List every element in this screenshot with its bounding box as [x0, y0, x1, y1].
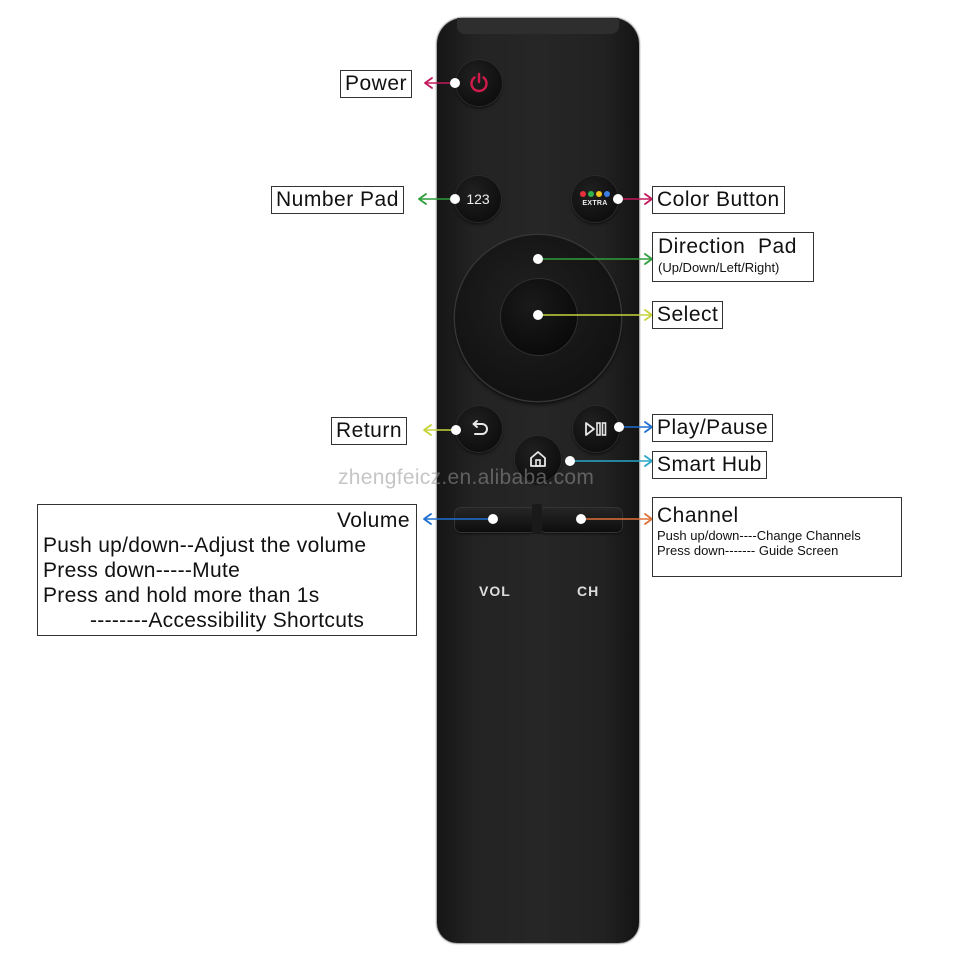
rocker-divider: [532, 504, 542, 534]
label-direction-pad: Direction Pad (Up/Down/Left/Right): [652, 232, 814, 282]
smart-hub-button[interactable]: [515, 436, 561, 482]
select-callout-dot: [533, 310, 543, 320]
extra-dot-3: [604, 191, 610, 197]
label-smart-hub: Smart Hub: [652, 451, 767, 479]
ch-text: CH: [577, 583, 600, 599]
color-button-callout-dot: [613, 194, 623, 204]
volume-line-4: --------Accessibility Shortcuts: [90, 609, 365, 632]
color-extra-button[interactable]: EXTRA: [572, 176, 618, 222]
home-icon: [530, 451, 546, 467]
channel-title: Channel: [657, 504, 739, 527]
number-pad-button[interactable]: 123: [455, 176, 501, 222]
extra-dot-1: [588, 191, 594, 197]
play-pause-button[interactable]: [573, 406, 619, 452]
return-button[interactable]: [456, 406, 502, 452]
channel-line-2: Press down------- Guide Screen: [657, 543, 839, 558]
extra-content: EXTRA: [580, 191, 610, 207]
label-power: Power: [340, 70, 413, 98]
label-play-pause: Play/Pause: [652, 414, 774, 442]
play-pause-callout-dot: [614, 422, 624, 432]
play-pause-icon: [585, 422, 607, 436]
direction-pad-title: Direction Pad: [658, 235, 797, 258]
volume-arrowhead-icon: [423, 513, 432, 525]
label-volume: Volume Push up/down--Adjust the volume P…: [37, 504, 417, 636]
volume-line-2: Press down-----Mute: [43, 559, 241, 582]
volume-line-1: Push up/down--Adjust the volume: [43, 534, 367, 557]
volume-line-3: Press and hold more than 1s: [43, 584, 320, 607]
direction-pad-callout-dot: [533, 254, 543, 264]
return-icon: [472, 420, 488, 435]
label-color-button: Color Button: [652, 186, 785, 214]
label-select: Select: [652, 301, 724, 329]
return-callout-dot: [451, 425, 461, 435]
number-pad-callout-dot: [450, 194, 460, 204]
smart-hub-callout-dot: [565, 456, 575, 466]
label-channel: Channel Push up/down----Change Channels …: [652, 497, 902, 577]
extra-dot-2: [596, 191, 602, 197]
label-number-pad: Number Pad: [271, 186, 404, 214]
color-dots-icon: [580, 191, 610, 197]
direction-pad-subtitle: (Up/Down/Left/Right): [658, 260, 780, 275]
watermark: zhengfeicz.en.alibaba.com: [338, 466, 595, 489]
number-pad-button-label: 123: [466, 191, 490, 207]
extra-button-label: EXTRA: [582, 200, 608, 207]
power-arrowhead-icon: [424, 77, 433, 89]
number-pad-arrowhead-icon: [418, 193, 427, 205]
power-callout-dot: [450, 78, 460, 88]
volume-title: Volume: [336, 509, 410, 532]
extra-dot-0: [580, 191, 586, 197]
power-button[interactable]: [456, 60, 502, 106]
volume-callout-dot: [488, 514, 498, 524]
return-arrowhead-icon: [423, 424, 432, 436]
remote-top-edge: [457, 18, 619, 34]
power-icon: [470, 72, 488, 93]
channel-callout-dot: [576, 514, 586, 524]
label-return: Return: [331, 417, 408, 445]
vol-text: VOL: [479, 583, 511, 599]
channel-line-1: Push up/down----Change Channels: [657, 528, 861, 543]
